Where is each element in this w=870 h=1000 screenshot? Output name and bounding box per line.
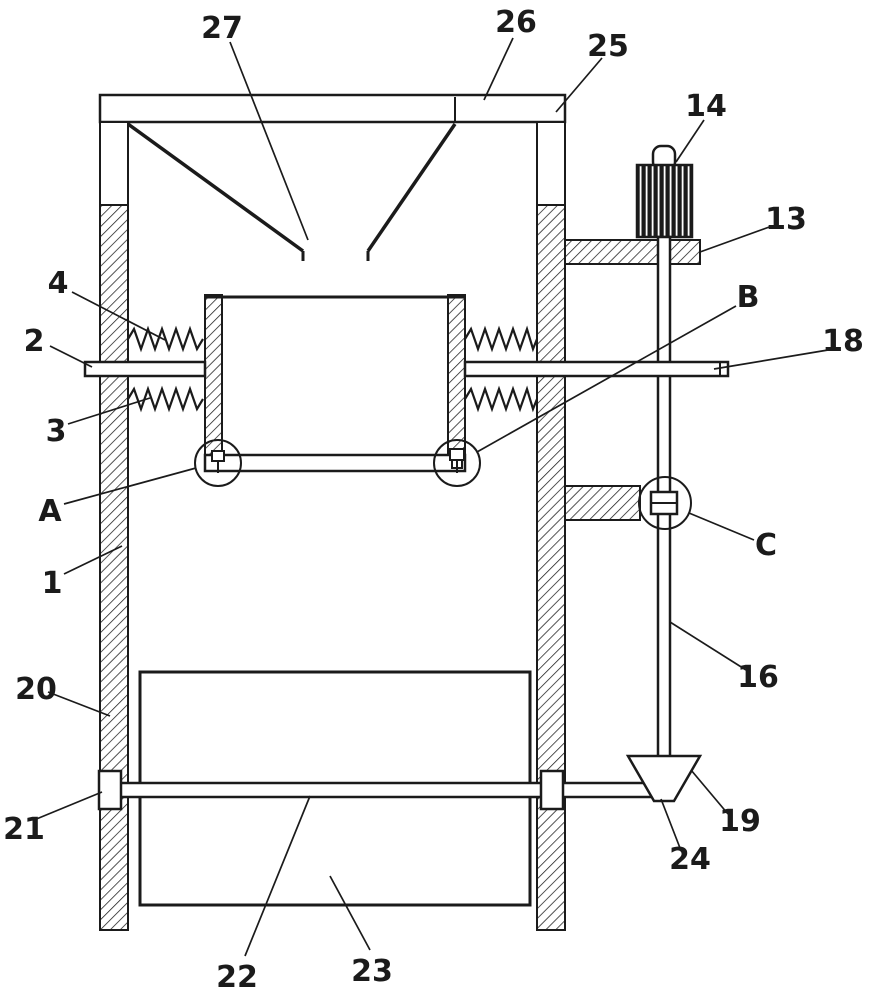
label-4: 4 xyxy=(48,266,69,301)
motor-bracket xyxy=(564,239,701,265)
lower-rod-assembly xyxy=(97,769,654,811)
label-B: B xyxy=(737,280,760,315)
leader-4 xyxy=(71,291,166,341)
spring-left-upper xyxy=(127,325,204,353)
hopper xyxy=(98,93,567,261)
label-27: 27 xyxy=(201,11,243,46)
hopper-right-column xyxy=(536,121,566,206)
inner-box-right-wall xyxy=(447,294,466,461)
springs xyxy=(127,325,539,413)
upper-rod xyxy=(83,360,730,378)
hopper-left-slope xyxy=(126,122,305,253)
callout-circle-b xyxy=(433,439,481,487)
leader-21 xyxy=(33,791,103,821)
lower-rod-right-flange xyxy=(539,769,565,811)
leader-18 xyxy=(713,349,829,370)
motor xyxy=(635,144,694,239)
label-20: 20 xyxy=(15,672,57,707)
leader-b xyxy=(476,305,737,453)
part-labels: 27 26 25 14 13 B 18 4 2 3 A 1 C 16 19 24… xyxy=(3,5,864,995)
label-13: 13 xyxy=(765,202,807,237)
leader-23 xyxy=(329,875,371,951)
shaft-support-bracket xyxy=(564,485,641,521)
callout-circle-c xyxy=(638,476,692,530)
leader-24 xyxy=(660,798,681,849)
label-26: 26 xyxy=(495,5,537,40)
leader-22 xyxy=(244,795,311,957)
right-wall xyxy=(536,204,566,931)
inner-box-bottom-bar xyxy=(203,453,467,473)
label-19: 19 xyxy=(719,804,761,839)
fastener-a xyxy=(211,450,225,462)
label-24: 24 xyxy=(669,842,711,877)
lower-rod-left-flange xyxy=(97,769,123,811)
inner-box xyxy=(203,294,467,473)
impeller-blade xyxy=(625,754,703,803)
upper-rod-left xyxy=(83,360,207,378)
leader-1 xyxy=(63,545,123,575)
label-A: A xyxy=(38,494,62,529)
leader-27 xyxy=(229,41,309,241)
label-22: 22 xyxy=(216,960,258,995)
callout-circle-a xyxy=(194,439,242,487)
hopper-top-band xyxy=(98,93,567,124)
leader-20 xyxy=(47,691,111,717)
motor-body xyxy=(635,163,694,239)
inner-box-left-wall xyxy=(204,294,223,461)
label-16: 16 xyxy=(737,660,779,695)
label-25: 25 xyxy=(587,29,629,64)
label-C: C xyxy=(755,528,777,563)
leader-26 xyxy=(483,37,514,101)
leader-25 xyxy=(555,57,603,113)
upper-rod-right xyxy=(463,360,730,378)
leader-a xyxy=(63,467,197,505)
spring-left-lower xyxy=(127,385,204,413)
label-23: 23 xyxy=(351,954,393,989)
leader-c xyxy=(688,512,755,541)
label-2: 2 xyxy=(24,324,45,359)
label-21: 21 xyxy=(3,812,45,847)
spring-right-lower xyxy=(464,385,539,413)
leader-14 xyxy=(675,119,705,163)
hopper-left-column xyxy=(99,121,129,206)
label-1: 1 xyxy=(42,566,63,601)
label-18: 18 xyxy=(822,324,864,359)
leader-13 xyxy=(699,225,773,253)
spring-right-upper xyxy=(464,325,539,353)
fastener-b xyxy=(449,448,465,461)
leader-2 xyxy=(49,345,93,368)
leader-16 xyxy=(669,621,747,671)
leader-3 xyxy=(67,397,151,425)
label-14: 14 xyxy=(685,89,727,124)
leader-19 xyxy=(690,769,729,815)
leader-lines xyxy=(33,37,829,957)
hopper-right-slope xyxy=(366,123,457,252)
label-3: 3 xyxy=(46,414,67,449)
lower-rod xyxy=(101,781,654,799)
